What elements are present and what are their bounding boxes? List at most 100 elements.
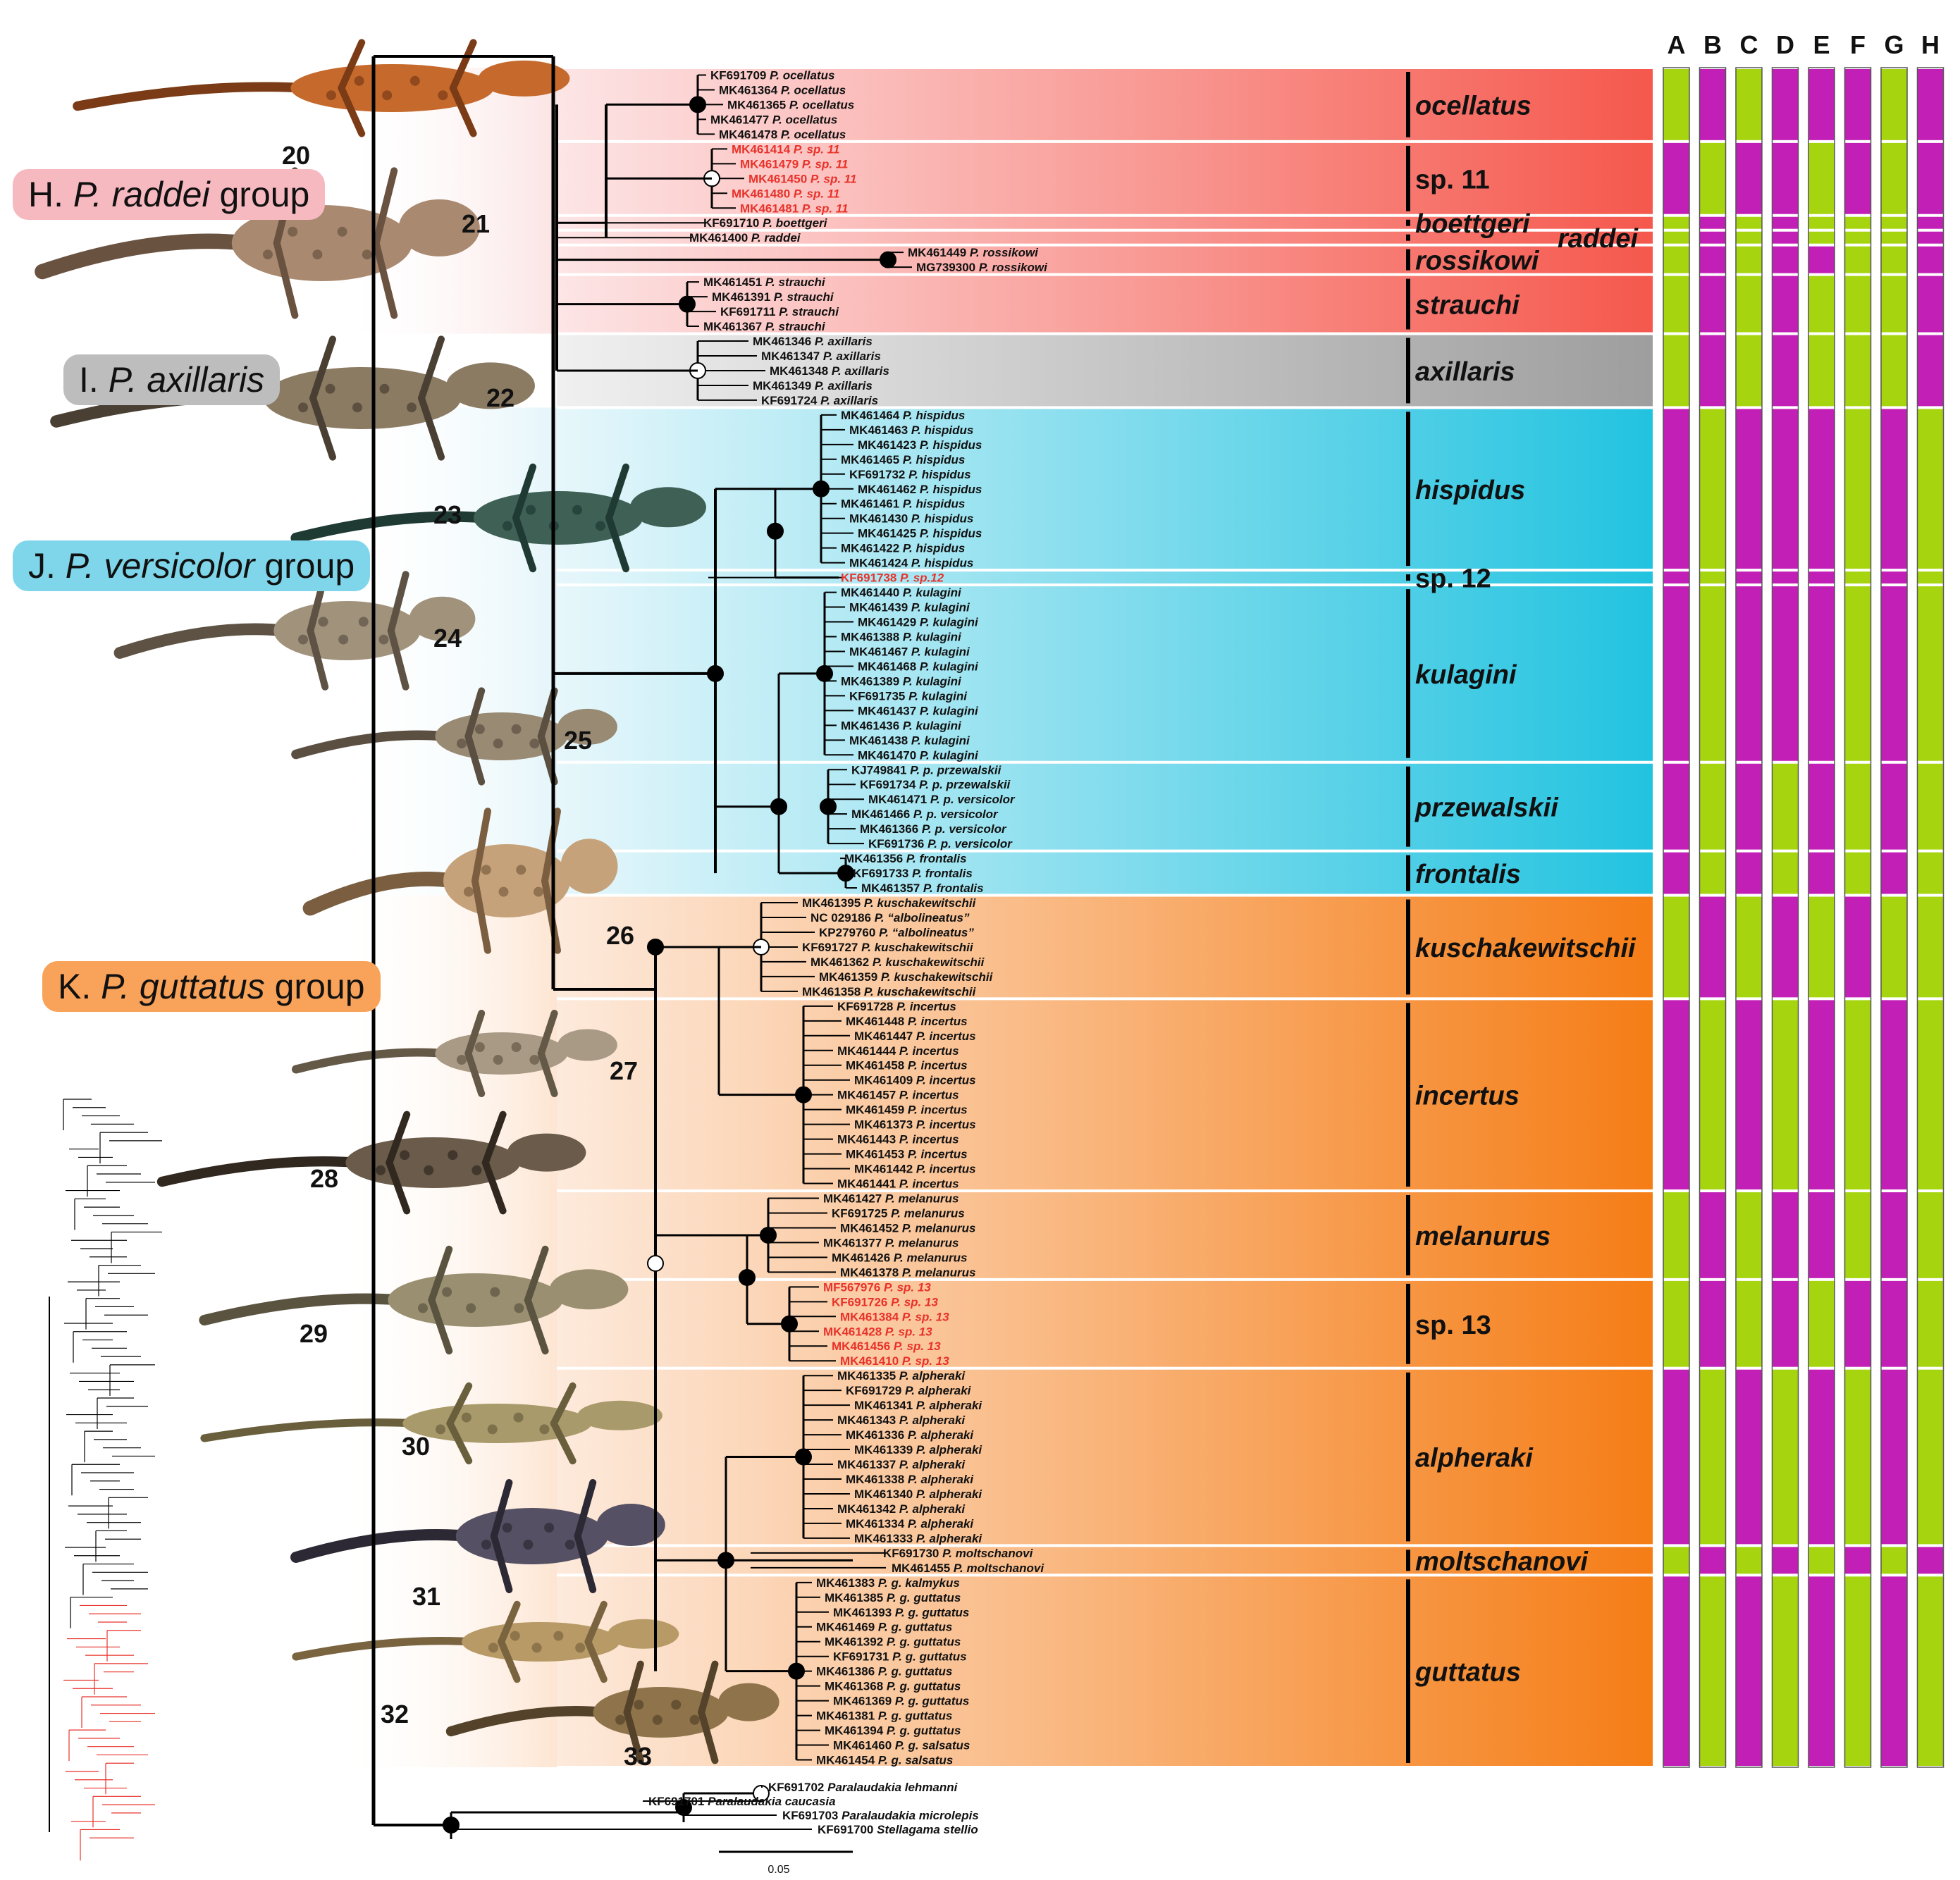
- tip-label: KF691729 P. alpheraki: [846, 1384, 972, 1397]
- trait-cell: [1699, 1192, 1726, 1278]
- tip-species: P. hispidus: [920, 483, 982, 496]
- tip-label: MK461366 P. p. versicolor: [860, 822, 1007, 836]
- tip-accession: MK461366: [860, 822, 922, 836]
- trait-cell: [1663, 763, 1689, 850]
- photo-number: 25: [564, 726, 592, 755]
- tip-species: P. sp. 11: [802, 157, 849, 171]
- trait-cell: [1881, 1547, 1907, 1574]
- trait-cell: [1699, 335, 1726, 407]
- tip-species: P. axillaris: [815, 379, 873, 392]
- tip-species: P. kulagini: [911, 601, 970, 614]
- tip-label: MK461448 P. incertus: [846, 1015, 968, 1028]
- trait-cell: [1844, 216, 1871, 229]
- clade-label: boettgeri: [1415, 209, 1531, 239]
- tip-species: P. hispidus: [903, 453, 966, 466]
- lizard-spot: [490, 1287, 500, 1297]
- lizard-leg: [498, 1600, 521, 1645]
- tip-species: P. ocellatus: [781, 83, 846, 97]
- group-suffix: group: [209, 175, 310, 214]
- lizard-head: [507, 1133, 586, 1172]
- clade-band: [557, 216, 1653, 229]
- tip-species: P. p. przewalskii: [919, 778, 1011, 791]
- trait-cell: [1881, 142, 1907, 214]
- tip-accession: MK461459: [846, 1103, 908, 1117]
- tip-species: P. strauchi: [765, 276, 826, 289]
- tip-accession: MK461457: [837, 1089, 899, 1102]
- tip-label: MK461452 P. melanurus: [840, 1221, 975, 1235]
- lizard-leg: [387, 571, 409, 634]
- tip-accession: MK461466: [851, 808, 913, 821]
- lizard-spot: [510, 1631, 520, 1641]
- tip-species: P. boettgeri: [763, 216, 828, 230]
- tip-accession: KF691700: [818, 1823, 877, 1836]
- lizard-photo: [199, 1245, 629, 1355]
- trait-cell: [1881, 1280, 1907, 1367]
- trait-cell: [1772, 586, 1799, 761]
- trait-cell: [1663, 409, 1689, 569]
- trait-cell: [1917, 142, 1944, 214]
- trait-cell: [1663, 246, 1689, 273]
- tip-accession: MK461422: [841, 542, 903, 555]
- tip-label: MK461455 P. moltschanovi: [892, 1561, 1044, 1575]
- tip-accession: MK461373: [854, 1118, 916, 1132]
- tip-species: P. sp. 11: [794, 187, 840, 200]
- lizard-leg: [418, 335, 445, 402]
- trait-cell: [1736, 246, 1762, 273]
- lizard-leg: [550, 1420, 577, 1465]
- tip-label: MK461340 P. alpheraki: [854, 1488, 982, 1501]
- lizard-head: [398, 199, 480, 256]
- trait-header: B: [1703, 30, 1722, 59]
- trait-cell: [1844, 69, 1871, 140]
- clade-label: ocellatus: [1415, 91, 1531, 120]
- tip-species: P. melanurus: [891, 1206, 965, 1220]
- tip-label: MK461347 P. axillaris: [761, 350, 881, 363]
- trait-cell: [1917, 571, 1944, 584]
- tip-label: MK461422 P. hispidus: [841, 542, 965, 555]
- tip-accession: MK461450: [748, 172, 810, 185]
- lizard-spot: [488, 1643, 498, 1653]
- clade-label: axillaris: [1415, 357, 1515, 387]
- trait-cell: [1881, 852, 1907, 894]
- trait-cell: [1881, 763, 1907, 850]
- photo-number: 29: [300, 1319, 328, 1348]
- tip-accession: MK461356: [844, 852, 906, 865]
- tip-label: KF691725 P. melanurus: [832, 1206, 965, 1220]
- lizard-leg: [605, 463, 629, 521]
- group-badge-raddei: H. P. raddei group: [13, 169, 326, 220]
- lizard-body: [264, 367, 461, 429]
- trait-cell: [1881, 571, 1907, 584]
- tip-species: P. kulagini: [911, 645, 970, 658]
- trait-cell: [1808, 246, 1835, 273]
- lizard-leg: [449, 39, 477, 92]
- trait-cell: [1917, 409, 1944, 569]
- lizard-leg: [698, 1709, 719, 1764]
- tip-accession: MK461395: [802, 896, 864, 910]
- trait-cell: [1772, 1280, 1799, 1367]
- tip-accession: MK461428: [823, 1325, 885, 1338]
- outgroup-label: KF691702 Paralaudakia lehmanni: [768, 1781, 959, 1794]
- tip-label: KF691710 P. boettgeri: [703, 216, 828, 230]
- trait-cell: [1663, 896, 1689, 998]
- tip-accession: MK461426: [832, 1251, 894, 1264]
- photo-number: 33: [624, 1742, 652, 1771]
- photo-number: 21: [462, 209, 490, 238]
- tip-species: P. incertus: [908, 1059, 968, 1072]
- tip-accession: MK461443: [837, 1133, 899, 1146]
- tip-species: P. incertus: [899, 1133, 959, 1146]
- lizard-head: [557, 1029, 617, 1061]
- tip-accession: MK461452: [840, 1221, 902, 1235]
- lizard-leg: [464, 1010, 486, 1057]
- tip-species: P. rossikowi: [970, 246, 1039, 259]
- tip-label: MK461427 P. melanurus: [823, 1192, 959, 1206]
- clade-label: strauchi: [1415, 291, 1520, 321]
- lizard-spot: [312, 249, 323, 260]
- trait-cell: [1808, 1369, 1835, 1545]
- lizard-tail: [200, 1418, 421, 1442]
- lizard-spot: [471, 1165, 482, 1175]
- tip-label: MG739300 P. rossikowi: [916, 261, 1048, 274]
- tip-species: P. sp. 13: [884, 1280, 931, 1294]
- tip-accession: KF691735: [849, 689, 908, 703]
- clade-band: [557, 586, 1653, 761]
- tip-accession: MK461385: [825, 1591, 887, 1604]
